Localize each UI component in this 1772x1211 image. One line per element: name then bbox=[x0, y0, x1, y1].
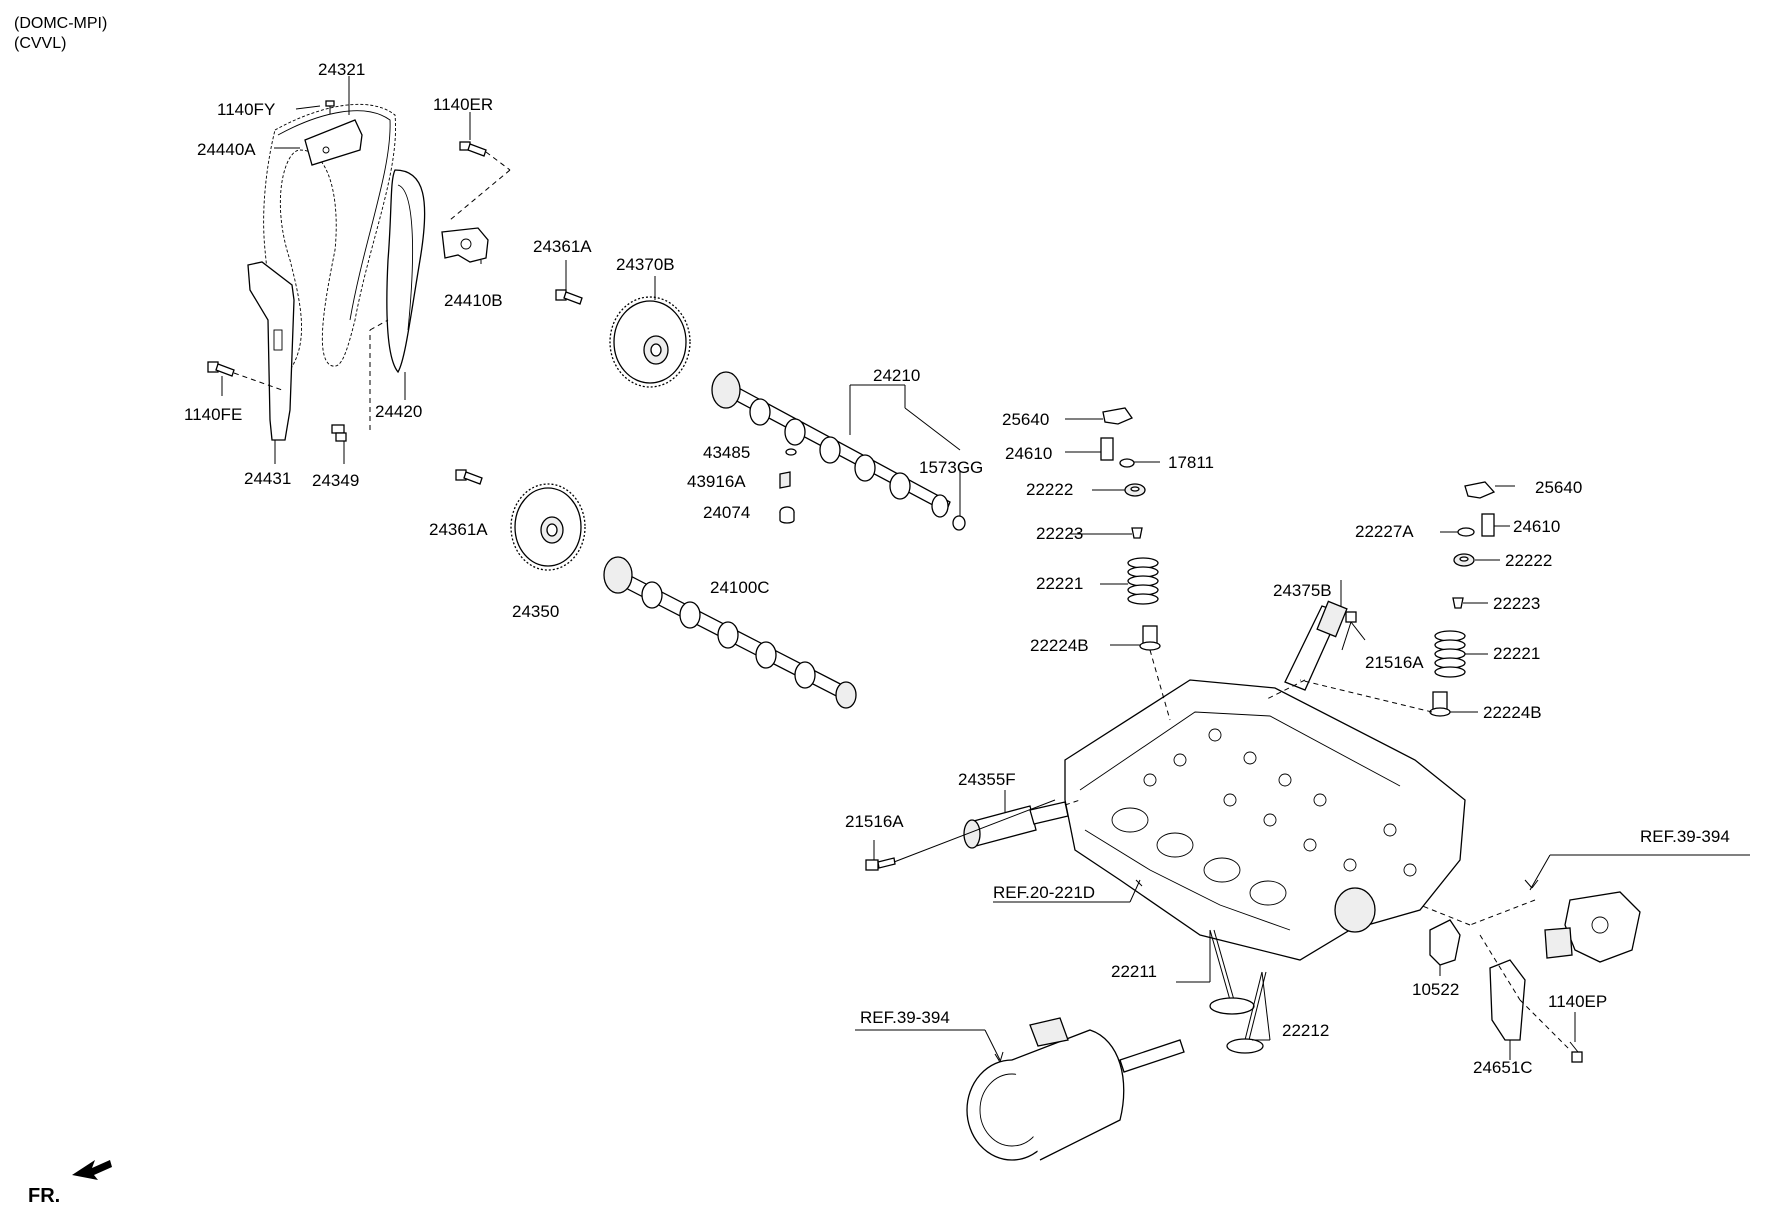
sensor-assembly bbox=[1544, 891, 1641, 963]
header-valve-type: (CVVL) bbox=[14, 35, 66, 52]
label-24349: 24349 bbox=[312, 471, 359, 490]
rocker-25640-right bbox=[1464, 481, 1496, 499]
label-24440A: 24440A bbox=[197, 140, 256, 159]
label-24431: 24431 bbox=[244, 469, 291, 488]
label-25640-right: 25640 bbox=[1535, 478, 1582, 497]
seal-22224B-right bbox=[1429, 691, 1451, 717]
label-24355F: 24355F bbox=[958, 770, 1016, 789]
bolt-1140FE bbox=[207, 361, 235, 377]
lifter-24610-left bbox=[1100, 437, 1114, 461]
bolt-24361A-bottom bbox=[455, 469, 483, 485]
retainer-22222-left bbox=[1124, 483, 1146, 497]
ref-39-394-left: REF.39-394 bbox=[860, 1008, 950, 1027]
label-22223-left: 22223 bbox=[1036, 524, 1083, 543]
ocv-24375B bbox=[1284, 600, 1348, 691]
seat-17811 bbox=[1119, 458, 1135, 468]
cylinder-head bbox=[1064, 679, 1466, 961]
label-21516A-left: 21516A bbox=[845, 812, 904, 831]
leader-lines bbox=[221, 76, 1750, 1063]
label-24350: 24350 bbox=[512, 602, 559, 621]
label-22221-right: 22221 bbox=[1493, 644, 1540, 663]
key-22223-left bbox=[1131, 527, 1143, 539]
label-22227A: 22227A bbox=[1355, 522, 1414, 541]
parts-43485-43916A-24074 bbox=[779, 448, 797, 524]
tensioner-24410B bbox=[441, 227, 489, 263]
label-24361A-top: 24361A bbox=[533, 237, 592, 256]
header-engine-type: (DOMC-MPI) bbox=[14, 15, 107, 32]
label-22224B-left: 22224B bbox=[1030, 636, 1089, 655]
cvvl-actuator bbox=[966, 1017, 1185, 1161]
bolt-1140ER bbox=[459, 141, 487, 157]
label-17811: 17811 bbox=[1168, 453, 1214, 472]
key-22223-right bbox=[1452, 597, 1464, 609]
sprocket-24350 bbox=[510, 483, 586, 571]
bolt-21516A-top bbox=[1341, 611, 1357, 651]
label-24610-right: 24610 bbox=[1513, 517, 1560, 536]
label-43485: 43485 bbox=[703, 443, 750, 462]
label-24370B: 24370B bbox=[616, 255, 675, 274]
label-43916A: 43916A bbox=[687, 472, 746, 491]
retainer-22222-right bbox=[1453, 553, 1475, 567]
label-22221-left: 22221 bbox=[1036, 574, 1083, 593]
label-24651C: 24651C bbox=[1473, 1058, 1533, 1077]
label-1140FY: 1140FY bbox=[217, 100, 275, 119]
ref-39-394-right: REF.39-394 bbox=[1640, 827, 1730, 846]
bolt-24349 bbox=[331, 424, 347, 442]
seal-22224B-left bbox=[1139, 625, 1161, 651]
sprocket-24370B bbox=[609, 296, 691, 388]
camshaft-24100C bbox=[603, 556, 857, 709]
chain-guide-24440A bbox=[304, 119, 363, 166]
label-24321: 24321 bbox=[318, 60, 365, 79]
ocv-24355F bbox=[963, 801, 1069, 849]
part-labels: 24321 1140FY 1140ER 24440A 24410B 24361A… bbox=[184, 60, 1730, 1077]
label-1140ER: 1140ER bbox=[433, 95, 493, 114]
label-24100C: 24100C bbox=[710, 578, 770, 597]
label-22222-left: 22222 bbox=[1026, 480, 1073, 499]
label-21516A-top: 21516A bbox=[1365, 653, 1424, 672]
label-24375B: 24375B bbox=[1273, 581, 1332, 600]
front-arrow-icon bbox=[72, 1160, 112, 1180]
label-1573GG: 1573GG bbox=[919, 458, 983, 477]
cover-24651C bbox=[1489, 959, 1526, 1041]
label-1140FE: 1140FE bbox=[184, 405, 242, 424]
retainer-22227A bbox=[1457, 527, 1475, 537]
label-24210: 24210 bbox=[873, 366, 920, 385]
label-25640-left: 25640 bbox=[1002, 410, 1049, 429]
ref-20-221D: REF.20-221D bbox=[993, 883, 1095, 902]
label-1140EP: 1140EP bbox=[1548, 992, 1607, 1011]
bolt-21516A-left bbox=[865, 857, 896, 871]
bolt-24361A-top bbox=[555, 289, 583, 305]
front-label: FR. bbox=[28, 1185, 60, 1207]
spring-22221-right bbox=[1434, 630, 1466, 678]
tensioner-arm-24420 bbox=[386, 169, 426, 374]
plug-1573GG bbox=[952, 515, 966, 531]
valve-22212 bbox=[1226, 971, 1267, 1054]
label-24610-left: 24610 bbox=[1005, 444, 1052, 463]
camshaft-24210 bbox=[711, 371, 951, 518]
spring-22221-left bbox=[1127, 557, 1159, 605]
lifter-24610-right bbox=[1481, 513, 1495, 537]
rocker-25640-left bbox=[1102, 407, 1133, 425]
label-22212: 22212 bbox=[1282, 1021, 1329, 1040]
label-22211: 22211 bbox=[1111, 962, 1157, 981]
label-22222-right: 22222 bbox=[1505, 551, 1552, 570]
label-24361A-bottom: 24361A bbox=[429, 520, 488, 539]
label-22224B-right: 22224B bbox=[1483, 703, 1542, 722]
bolt-1140FY bbox=[325, 100, 335, 114]
label-24410B: 24410B bbox=[444, 291, 503, 310]
label-10522: 10522 bbox=[1412, 980, 1459, 999]
label-24074: 24074 bbox=[703, 503, 750, 522]
gasket-10522 bbox=[1429, 919, 1461, 966]
label-24420: 24420 bbox=[375, 402, 422, 421]
chain-guide-24431 bbox=[247, 261, 295, 441]
label-22223-right: 22223 bbox=[1493, 594, 1540, 613]
bolt-1140EP bbox=[1569, 1041, 1583, 1063]
